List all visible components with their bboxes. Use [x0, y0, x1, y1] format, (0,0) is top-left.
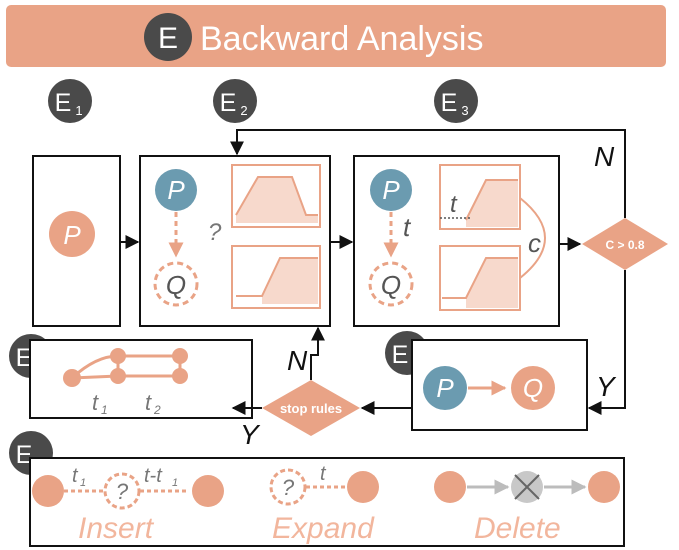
node-q-e2	[153, 261, 199, 307]
mini-plot-1	[231, 164, 321, 228]
arrow-threshold-yes	[587, 270, 626, 415]
svg-text:t: t	[320, 463, 327, 485]
node-p-e1	[49, 211, 95, 257]
svg-text:2: 2	[153, 403, 161, 417]
svg-text:stop rules: stop rules	[280, 401, 342, 416]
decision-stop-rules: stop rules	[262, 380, 360, 436]
mini-plot-4	[439, 245, 521, 311]
mini-plot-3: t	[439, 164, 521, 230]
node-q-e3	[368, 261, 414, 307]
node-p-e2	[155, 169, 197, 211]
label-n-mid: N	[287, 345, 308, 376]
svg-text:E: E	[16, 441, 33, 469]
svg-text:t: t	[72, 465, 79, 487]
mini-plot-2	[231, 245, 321, 309]
arrow-stop-no	[310, 326, 325, 380]
label-t2-e5: t 2	[145, 390, 161, 417]
header-badge	[144, 13, 192, 61]
operation-delete: Delete	[434, 471, 620, 545]
svg-text:t-t: t-t	[144, 465, 163, 487]
svg-text:P: P	[436, 373, 454, 403]
label-y-bottom: Y	[240, 419, 261, 450]
node-q-e4	[511, 366, 555, 410]
svg-text:E: E	[392, 341, 409, 369]
similarity-bracket	[519, 197, 546, 279]
svg-text:1: 1	[75, 103, 82, 118]
svg-text:Q: Q	[523, 373, 543, 403]
e2-box: P Q ?	[139, 155, 331, 327]
svg-text:1: 1	[80, 477, 86, 489]
svg-text:P: P	[167, 175, 185, 205]
label-delete: Delete	[474, 512, 561, 545]
node-bottom-right-e5	[172, 368, 188, 384]
step-badge-e3: E 3	[434, 79, 478, 123]
operation-insert: ? t 1 t-t 1 Insert	[32, 465, 224, 545]
node-p-e3	[370, 169, 412, 211]
node-top-right-e5	[172, 348, 188, 364]
svg-text:P: P	[63, 220, 81, 250]
svg-text:E: E	[55, 89, 72, 117]
header-title: Backward Analysis	[200, 20, 483, 58]
svg-text:Q: Q	[166, 270, 186, 300]
header-badge-letter: E	[158, 22, 178, 55]
label-insert: Insert	[78, 512, 155, 545]
svg-text:E: E	[16, 344, 33, 372]
label-t1-e5: t 1	[92, 390, 108, 417]
svg-text:E: E	[220, 89, 237, 117]
svg-text:C > 0.8: C > 0.8	[605, 238, 644, 252]
header-banner: E Backward Analysis	[6, 5, 666, 67]
e1-box: P	[32, 155, 121, 327]
node-top-left-e5	[110, 348, 126, 364]
label-y-right: Y	[596, 371, 617, 402]
svg-text:t: t	[92, 390, 99, 415]
e6-box: ? t 1 t-t 1 Insert ? t Expand Delete	[29, 457, 625, 547]
label-n-top: N	[594, 141, 615, 172]
svg-text:P: P	[382, 175, 400, 205]
flow-arrows	[120, 129, 626, 415]
svg-text:1: 1	[172, 477, 178, 489]
svg-text:?: ?	[282, 475, 295, 500]
e4-box: P Q	[411, 339, 588, 431]
node-p-e4	[423, 366, 467, 410]
label-c: c	[528, 228, 541, 258]
e5-box: t 1 t 2	[29, 339, 253, 419]
e3-box: P Q t t c	[353, 155, 560, 327]
question-mark-e2: ?	[208, 219, 222, 246]
svg-text:1: 1	[101, 403, 108, 417]
svg-text:?: ?	[116, 479, 129, 504]
step-badge-e2: E 2	[213, 79, 257, 123]
svg-text:Q: Q	[381, 270, 401, 300]
node-bottom-left-e5	[110, 368, 126, 384]
svg-text:E: E	[441, 89, 458, 117]
svg-text:2: 2	[240, 103, 247, 118]
svg-text:t: t	[145, 390, 152, 415]
arrow-threshold-no	[230, 129, 626, 218]
operation-expand: ? t Expand	[269, 463, 379, 545]
step-badge-e1: E 1	[48, 79, 92, 123]
label-t-e3: t	[403, 212, 412, 242]
node-start-e5	[63, 369, 81, 387]
svg-text:3: 3	[461, 103, 468, 118]
decision-threshold: C > 0.8	[582, 218, 668, 270]
label-t-plot: t	[450, 191, 458, 218]
label-expand: Expand	[272, 512, 375, 545]
